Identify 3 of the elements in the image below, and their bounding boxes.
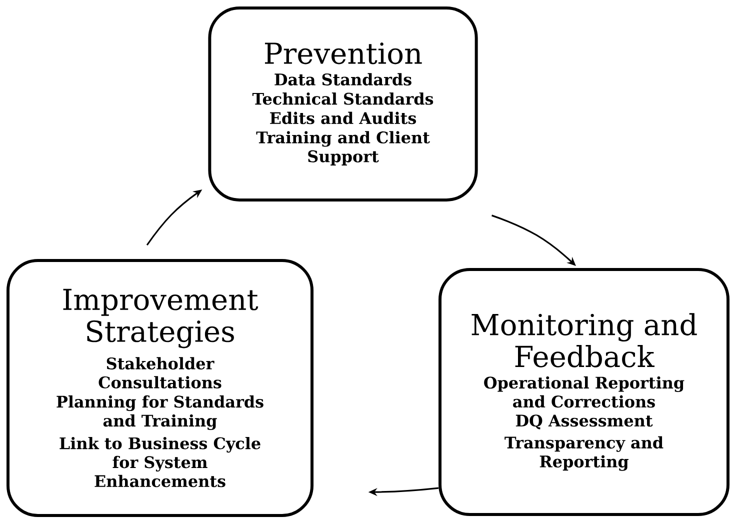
rounded-box: Improvement Strategies Stakeholder Consultations Planning for Standards and Training Link to Business Cycle for System Enhancements xyxy=(6,259,314,517)
rounded-box: Monitoring and Feedback Operational Reporting and Corrections DQ Assessment Transparency and Reporting xyxy=(438,268,730,516)
rounded-box: Prevention Data Standards Technical Standards Edits and Audits Training and Client Support xyxy=(208,6,478,202)
